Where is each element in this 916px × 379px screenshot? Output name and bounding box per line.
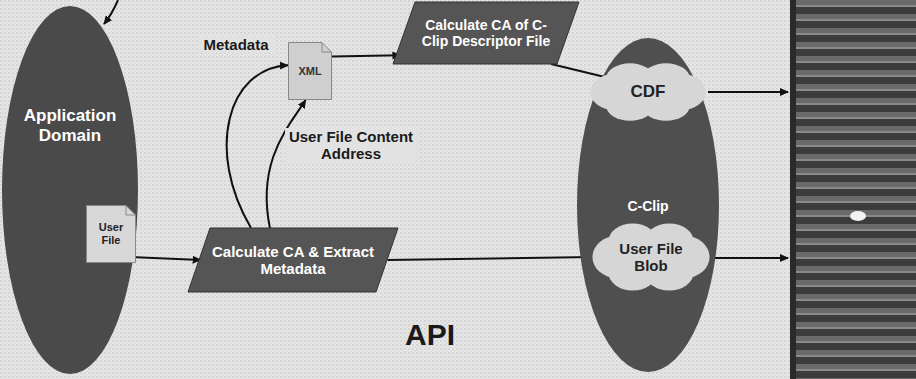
document-fold — [322, 43, 332, 53]
connector-arrow — [332, 55, 400, 56]
store-arrow — [708, 91, 788, 93]
node-text: Application Domain — [16, 106, 124, 145]
process-parallelogram: Calculate CA & Extract Metadata — [188, 228, 398, 292]
text-block: Calculate CA & Extract Metadata — [210, 243, 376, 278]
text-block: XML — [291, 65, 329, 78]
node-text: C-Clip — [587, 198, 709, 214]
xml-document: XML — [288, 42, 332, 100]
node-text: User File Blob — [610, 240, 692, 275]
connector-arrow — [136, 257, 201, 260]
text-block: CDF — [606, 82, 690, 102]
connector-arrow — [267, 100, 306, 228]
text-block: Application Domain — [16, 106, 124, 145]
node-text: Calculate CA & Extract Metadata — [210, 243, 376, 278]
connector-arrow — [227, 65, 288, 228]
diagram-label: API — [395, 318, 465, 353]
text-block: Calculate CA of C-Clip Descriptor File — [415, 17, 557, 49]
incoming-arrow — [104, 0, 118, 24]
connector-arrow — [388, 257, 594, 260]
edge-label: Metadata — [198, 36, 274, 53]
cabinet-light — [850, 211, 866, 221]
file-box: User File — [86, 205, 136, 263]
store-arrow — [712, 257, 788, 259]
text-block: User File Blob — [610, 240, 692, 275]
node-text: Calculate CA of C-Clip Descriptor File — [415, 17, 557, 49]
storage-cabinet — [790, 0, 916, 379]
document-outline — [87, 206, 136, 263]
cabinet-edge — [790, 0, 796, 379]
node-text: CDF — [606, 82, 690, 102]
document-fold — [126, 206, 136, 216]
parallelogram-outline — [188, 228, 398, 292]
clip-ellipse: C-Clip CDF User File Blob — [577, 38, 719, 372]
domain-ellipse: Application DomainUser File — [2, 6, 138, 374]
blob-cloud: User File Blob — [590, 222, 712, 292]
document-outline — [289, 43, 332, 100]
parallelogram-outline — [393, 2, 579, 64]
cdf-cloud: CDF — [588, 62, 708, 122]
node-text: XML — [291, 65, 329, 78]
node-text: User File — [89, 221, 133, 246]
edge-label: User File Content Address — [285, 128, 417, 163]
text-block: User File — [89, 221, 133, 246]
text-block: C-Clip — [587, 198, 709, 214]
process-parallelogram: Calculate CA of C-Clip Descriptor File — [393, 2, 579, 64]
